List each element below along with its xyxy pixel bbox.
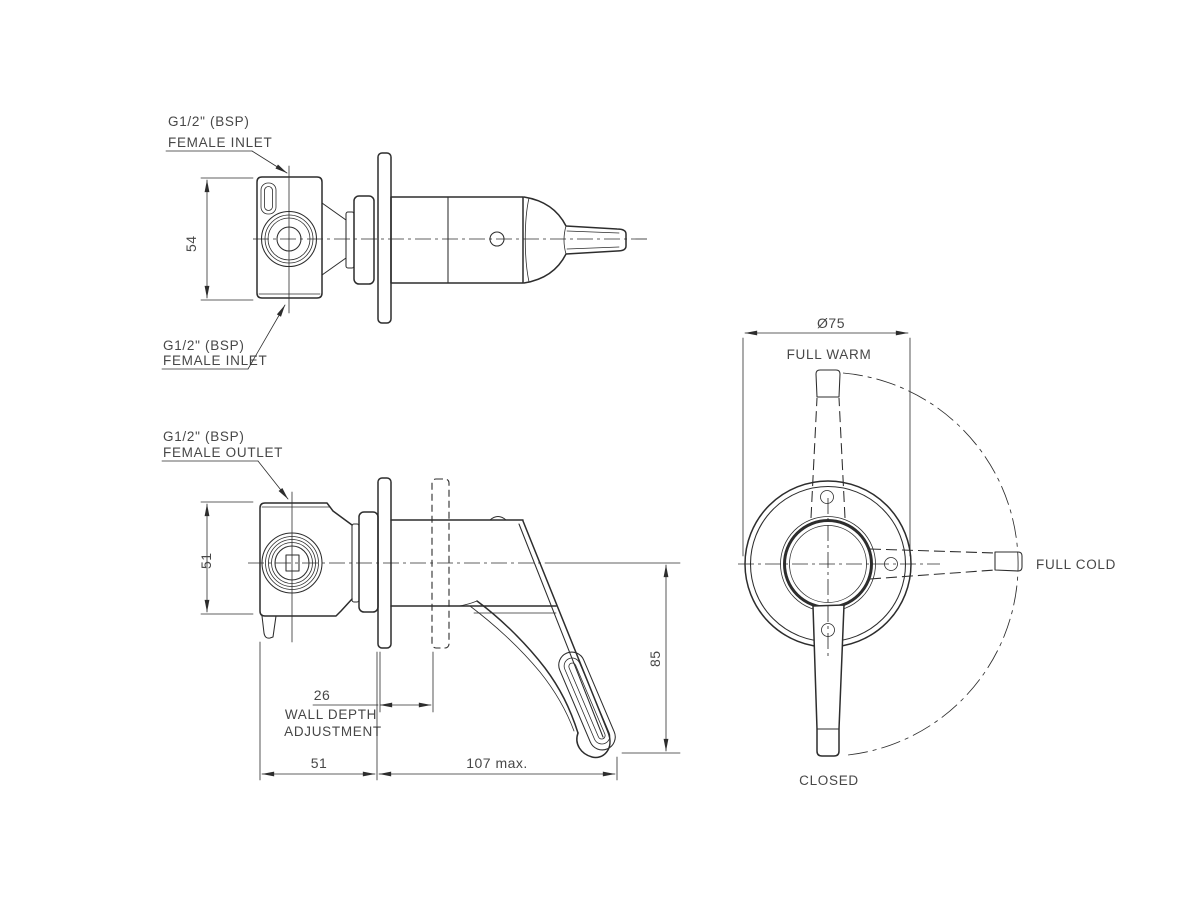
lever-inner-edge-side [518, 523, 604, 738]
wall-flange-top-view [377, 152, 392, 324]
dim107-text: 107 max. [466, 755, 528, 771]
lever-sweep-arc [842, 372, 1019, 756]
inlet-port-ring-3 [267, 217, 311, 261]
dim51v-text: 51 [198, 552, 214, 569]
dim26-text: 26 [314, 687, 331, 703]
handle-lever-junction [563, 225, 567, 255]
trim-ring-top-view [345, 211, 355, 269]
front-view: Ø75 FULL WARM FULL COLD CLOSED [738, 315, 1116, 788]
set-screw-top-view [489, 231, 505, 247]
inlet-port-bore [276, 226, 302, 252]
dim54-extension-lines [200, 177, 254, 301]
outlet-label-line1: G1/2" (BSP) [163, 429, 245, 444]
lever-warm-screw-hole [820, 490, 834, 504]
outlet-port-ring-3 [268, 539, 316, 587]
outlet-port-outer-ring [261, 532, 323, 594]
inlet-bottom-label-line1: G1/2" (BSP) [163, 338, 245, 353]
outlet-leader [257, 460, 289, 500]
dim75-text: Ø75 [817, 315, 845, 331]
lever-closed [812, 604, 845, 757]
full-cold-label: FULL COLD [1036, 557, 1116, 572]
lever-guard-curve-outer [476, 600, 579, 734]
lever-slot-outer [558, 651, 616, 751]
wall-flange-adjusted-position-dashed [431, 478, 450, 649]
wall-flange-side-view [377, 477, 392, 649]
outlet-port-ring-4 [271, 542, 313, 584]
valve-body-side-view [259, 502, 353, 617]
inlet-port-ring-2 [264, 214, 314, 264]
outlet-label-line2: FEMALE OUTLET [163, 445, 283, 460]
inlet-top-label-line2: FEMALE INLET [168, 135, 272, 150]
lever-cold-tip [994, 551, 1023, 572]
lever-cold-shaft-dashed [869, 548, 996, 580]
dim51h-text: 51 [311, 755, 328, 771]
body-tab-side-view [261, 615, 277, 639]
lever-slot-mid [563, 657, 611, 745]
lever-slot-inner [568, 662, 606, 740]
inlet-bottom-leader [247, 304, 286, 370]
handle-lever-inner-lines [566, 230, 620, 250]
inlet-bottom-label-line2: FEMALE INLET [163, 353, 267, 368]
cartridge-cylinder-top-view [390, 196, 524, 284]
inlet-port-outer-ring [260, 210, 318, 268]
inlet-slot-outline [260, 182, 277, 215]
outlet-square-drive [285, 554, 300, 572]
full-warm-label: FULL WARM [787, 347, 872, 362]
set-screw-side-view [489, 515, 507, 521]
outlet-port-bore [274, 545, 310, 581]
bottom-dims-extension-lines [259, 641, 618, 781]
body-neck-cone [321, 202, 347, 276]
lever-warm-shaft-dashed [810, 397, 846, 519]
wall-depth-label-line1: WALL DEPTH [285, 707, 377, 722]
lever-warm-tip [815, 369, 841, 398]
wall-depth-label-line2: ADJUSTMENT [284, 724, 382, 739]
dim75-extension-lines [742, 337, 911, 557]
top-view: 54 G1/2" (BSP) FEMALE INLET G1/2" (BSP) … [161, 114, 648, 370]
cartridge-cylinder-side-view [390, 519, 557, 607]
lever-tip-cap-side [576, 731, 611, 759]
handle-dome-top-view [523, 196, 627, 284]
lever-guard-cusp [458, 600, 478, 607]
inlet-top-label-line1: G1/2" (BSP) [168, 114, 250, 129]
outlet-port-ring-2 [265, 536, 319, 590]
trim-nut-side-view [358, 511, 379, 613]
dim26-extension-lines [379, 651, 434, 713]
dim51v-extension-lines [200, 501, 254, 615]
dim85-text: 85 [647, 650, 663, 667]
handle-dome-rim-inner [524, 197, 530, 283]
valve-body-top-view [256, 176, 323, 299]
trim-nut-top-view [353, 195, 375, 285]
closed-label: CLOSED [799, 773, 859, 788]
side-view: 85 26 WALL DEPTH ADJUSTMENT 51 51 107 ma… [161, 429, 681, 781]
lever-grip-slot [558, 651, 616, 751]
inlet-slot-inner [264, 186, 273, 211]
lever-guard-curve-inner [469, 605, 575, 732]
dim54-text: 54 [183, 235, 199, 252]
inlet-top-leader [251, 150, 288, 174]
